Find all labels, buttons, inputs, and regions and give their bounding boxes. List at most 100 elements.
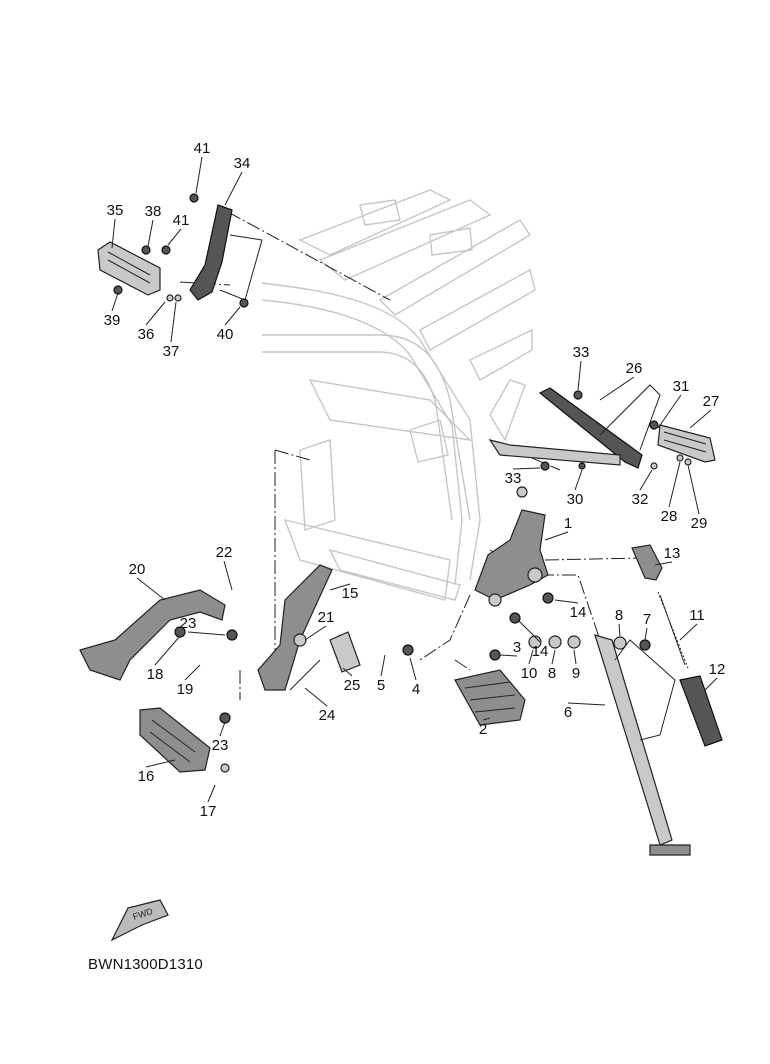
leader-line-40 — [224, 306, 241, 326]
leader-line-2 — [482, 717, 491, 721]
callout-41: 41 — [173, 212, 190, 229]
hook-1 — [516, 486, 528, 498]
callout-35: 35 — [107, 202, 124, 219]
o-ring-21 — [293, 633, 307, 647]
brake-pedal — [79, 589, 226, 681]
leader-line-12 — [704, 677, 718, 691]
leader-line-1 — [544, 531, 569, 541]
bolt-38 — [141, 245, 151, 255]
callout-39: 39 — [104, 312, 121, 329]
callout-4: 4 — [412, 681, 420, 698]
cover-25 — [329, 631, 361, 673]
washer-28 — [676, 454, 684, 462]
sidestand-spring — [657, 591, 689, 669]
leader-line-23 — [187, 631, 226, 636]
leader-line-5 — [380, 654, 386, 677]
leader-line-41 — [195, 156, 203, 194]
washer-8-right — [613, 636, 627, 650]
leader-line-17 — [207, 784, 216, 803]
rear-footrest-right — [657, 424, 716, 463]
callout-19: 19 — [177, 681, 194, 698]
callout-1: 1 — [564, 515, 572, 532]
sidestand — [594, 634, 691, 856]
callout-2: 2 — [479, 721, 487, 738]
leader-line-33 — [512, 467, 541, 470]
leader-line-19 — [184, 664, 201, 681]
leader-line-22 — [223, 560, 233, 591]
leader-line-24 — [304, 687, 328, 707]
callout-34: 34 — [234, 155, 251, 172]
washer-8 — [548, 635, 562, 649]
clip-17 — [220, 763, 230, 773]
callout-28: 28 — [661, 508, 678, 525]
callout-20: 20 — [129, 561, 146, 578]
leader-line-14 — [517, 619, 541, 643]
callout-31: 31 — [673, 378, 690, 395]
callout-33: 33 — [573, 344, 590, 361]
brake-pedal-bracket — [257, 564, 333, 691]
rear-footrest-bracket-right — [488, 384, 661, 469]
leader-line-25 — [342, 667, 353, 677]
callout-26: 26 — [626, 360, 643, 377]
callout-29: 29 — [691, 515, 708, 532]
leader-line-34 — [224, 171, 243, 206]
callout-24: 24 — [319, 707, 336, 724]
leader-line-9 — [573, 649, 577, 665]
nut-40 — [239, 298, 249, 308]
callout-38: 38 — [145, 203, 162, 220]
bolt-18 — [174, 626, 186, 638]
pin-4 — [402, 644, 414, 656]
washer-36 — [166, 294, 174, 302]
bracket-13 — [631, 544, 663, 581]
cotter-37 — [174, 294, 182, 302]
leader-line-8 — [618, 623, 621, 637]
callout-37: 37 — [163, 343, 180, 360]
leader-line-3 — [499, 654, 518, 657]
bolt-31 — [649, 420, 659, 430]
callout-7: 7 — [643, 611, 651, 628]
callout-25: 25 — [344, 677, 361, 694]
leader-line-6 — [567, 702, 606, 706]
bolt-41-top — [189, 193, 199, 203]
nut-10 — [528, 635, 542, 649]
leader-line-14 — [554, 599, 579, 604]
leader-line-8 — [551, 649, 556, 665]
callout-8: 8 — [615, 607, 623, 624]
callout-32: 32 — [632, 491, 649, 508]
bolt-14-lower — [509, 612, 521, 624]
leader-line-39 — [111, 292, 119, 312]
leader-line-31 — [657, 394, 682, 429]
leader-line-18 — [154, 635, 181, 666]
leader-line-32 — [639, 469, 653, 491]
bolt-7 — [639, 639, 651, 651]
rear-footrest-left — [97, 241, 161, 296]
leader-line-37 — [170, 301, 177, 343]
diagram-code: BWN1300D1310 — [88, 956, 203, 973]
callout-23: 23 — [180, 615, 197, 632]
leader-line-21 — [304, 625, 327, 641]
leader-line-35 — [111, 218, 116, 249]
leader-line-23 — [219, 721, 226, 737]
spring-cover — [679, 675, 723, 747]
callout-14: 14 — [570, 604, 587, 621]
callout-27: 27 — [703, 393, 720, 410]
leader-line-20 — [136, 577, 166, 601]
leader-line-13 — [654, 561, 673, 566]
callout-16: 16 — [138, 768, 155, 785]
leader-line-38 — [147, 219, 154, 247]
washer-32 — [650, 462, 658, 470]
leader-line-11 — [679, 623, 698, 641]
callout-33: 33 — [505, 470, 522, 487]
leader-line-36 — [145, 301, 166, 326]
bolt-41 — [161, 245, 171, 255]
cotter-29 — [684, 458, 692, 466]
leader-line-33 — [577, 360, 582, 391]
callout-40: 40 — [217, 326, 234, 343]
callout-12: 12 — [709, 661, 726, 678]
bolt-33-top — [573, 390, 583, 400]
callout-5: 5 — [377, 677, 385, 694]
callout-10: 10 — [521, 665, 538, 682]
callout-41: 41 — [194, 140, 211, 157]
